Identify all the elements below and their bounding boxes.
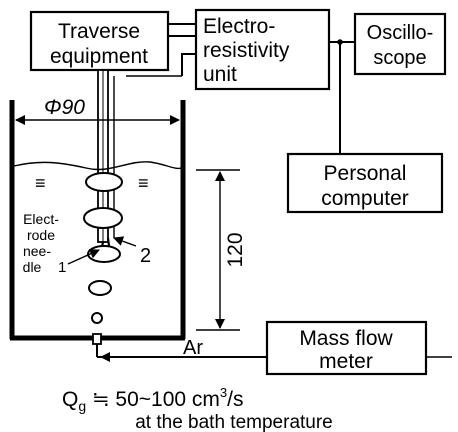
oscilloscope-box: Oscillo- scope [353, 12, 447, 76]
depth-dimension: 120 [196, 169, 247, 331]
pc-label-line2: computer [321, 187, 409, 210]
needle-number-2: 2 [140, 245, 151, 267]
needle-label-line2: rode [27, 227, 55, 243]
mass-flow-meter-box: Mass flow meter [265, 320, 428, 376]
depth-label: 120 [224, 232, 247, 267]
needle-1-arrow [67, 249, 100, 265]
needle-label-line4: dle [23, 259, 42, 275]
bubbles [83, 172, 123, 324]
flow-subscript: g [78, 398, 86, 414]
mfm-label-line2: meter [319, 350, 373, 373]
bubble [91, 312, 103, 324]
argon-label: Ar [183, 337, 203, 359]
traverse-label-line1: Traverse [58, 20, 140, 43]
flow-unit: /s [227, 388, 243, 411]
needle-annotation: Elect- rode nee- dle 1 2 [23, 211, 151, 276]
signal-wires [126, 23, 355, 154]
needle-2-arrow [113, 236, 137, 247]
diameter-dimension: Φ90 [15, 96, 180, 125]
needle-label-line1: Elect- [23, 211, 59, 227]
bubble [88, 280, 112, 296]
diameter-label: Φ90 [44, 96, 85, 119]
temperature-note: at the bath temperature [135, 412, 333, 432]
osc-label-line2: scope [373, 47, 426, 69]
bubble [85, 172, 123, 192]
flow-symbol: Q [62, 388, 78, 411]
personal-computer-box: Personal computer [286, 152, 444, 214]
needle-label-line3: nee- [23, 243, 51, 259]
electroresistivity-unit-box: Electro- resistivity unit [194, 8, 331, 91]
surface-mark-left: ≡ [35, 173, 46, 193]
bubble [87, 245, 121, 263]
flow-caption: Qg ≒ 50~100 cm3/s at the bath temperatur… [62, 385, 333, 432]
flow-rate-text: Qg ≒ 50~100 cm3/s [62, 385, 244, 414]
electro-label-line2: resistivity [203, 39, 290, 62]
traverse-label-line2: equipment [50, 45, 148, 68]
osc-label-line1: Oscillo- [367, 22, 434, 44]
electro-label-line3: unit [203, 63, 237, 86]
gas-inlet: Ar [92, 333, 452, 362]
flow-value: ≒ 50~100 cm [86, 388, 220, 411]
pc-label-line1: Personal [324, 162, 407, 185]
traverse-equipment-box: Traverse equipment [29, 10, 170, 72]
surface-mark-right: ≡ [138, 173, 149, 193]
bubble [83, 207, 123, 229]
needle-number-1: 1 [58, 259, 66, 276]
flow-exponent: 3 [220, 385, 227, 400]
electro-label-line1: Electro- [203, 15, 275, 38]
mfm-label-line1: Mass flow [299, 327, 393, 350]
